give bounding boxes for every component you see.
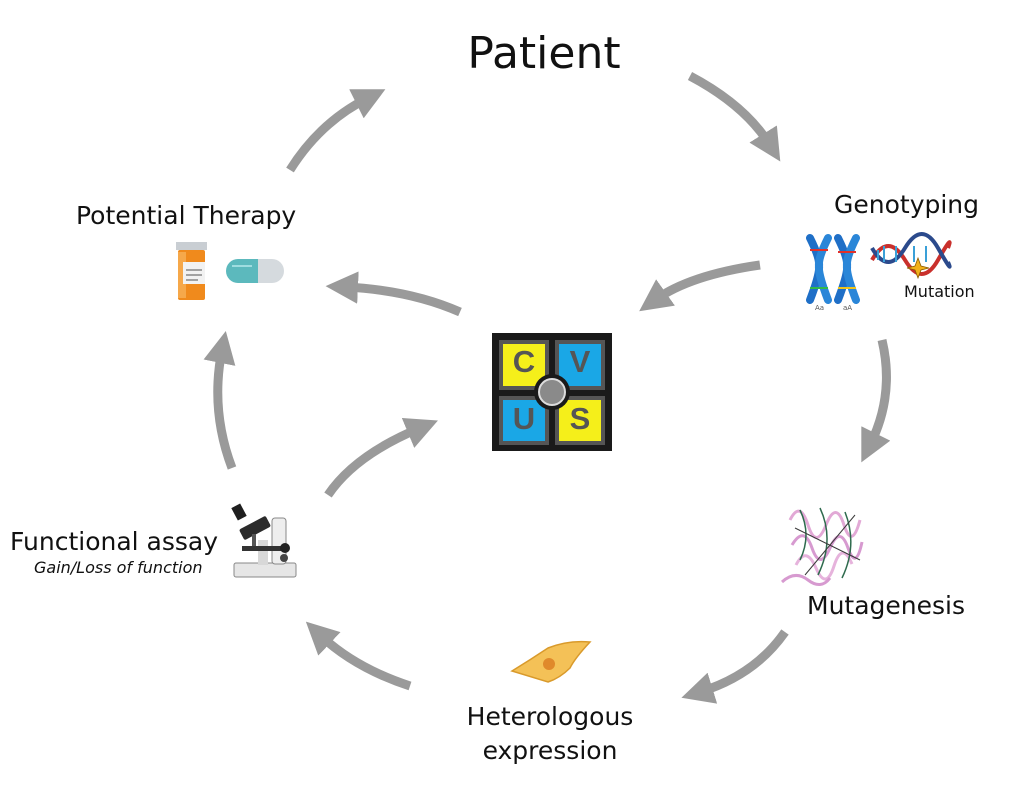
- cell-icon: [510, 640, 592, 683]
- node-genotyping: Genotyping: [834, 190, 980, 219]
- node-potential-therapy: Potential Therapy: [76, 201, 297, 230]
- arrow-heterologous-to-functional: [305, 621, 412, 691]
- arrow-patient-to-genotyping: [687, 72, 781, 162]
- arrow-genotyping-to-center: [639, 260, 761, 312]
- arrow-genotyping-to-mutagenesis: [861, 338, 891, 463]
- node-heterologous-expression: Heterologous expression: [430, 700, 670, 768]
- logo-letter-v: V: [569, 344, 591, 379]
- arrow-mutagenesis-to-heterologous: [681, 629, 789, 704]
- functional-assay-subtitle: Gain/Loss of function: [34, 558, 203, 577]
- chromosome-icon: Aa aA: [806, 234, 860, 312]
- logo-letter-c: C: [512, 344, 536, 379]
- dna-mutation-icon: [870, 232, 952, 280]
- arrow-functional-to-therapy: [203, 330, 237, 470]
- arrow-functional-to-center: [324, 418, 438, 498]
- mutation-tag: Mutation: [904, 282, 975, 301]
- microscope-icon: [231, 503, 297, 578]
- capsule-icon: [226, 259, 284, 283]
- chromosome-label: Aa: [815, 304, 824, 312]
- title-patient: Patient: [467, 28, 621, 79]
- heterologous-line-2: expression: [482, 736, 618, 765]
- node-mutagenesis: Mutagenesis: [807, 591, 966, 620]
- pill-bottle-icon: [176, 242, 207, 300]
- chromosome-label: aA: [843, 304, 852, 312]
- arrow-therapy-to-patient: [286, 89, 386, 173]
- cvus-logo: [492, 333, 612, 451]
- protein-structure-icon: [780, 507, 864, 586]
- heterologous-line-1: Heterologous: [466, 702, 634, 731]
- logo-letter-s: S: [569, 401, 591, 436]
- logo-letter-u: U: [512, 401, 536, 436]
- node-functional-assay: Functional assay: [10, 527, 219, 556]
- arrow-center-to-therapy: [325, 271, 462, 317]
